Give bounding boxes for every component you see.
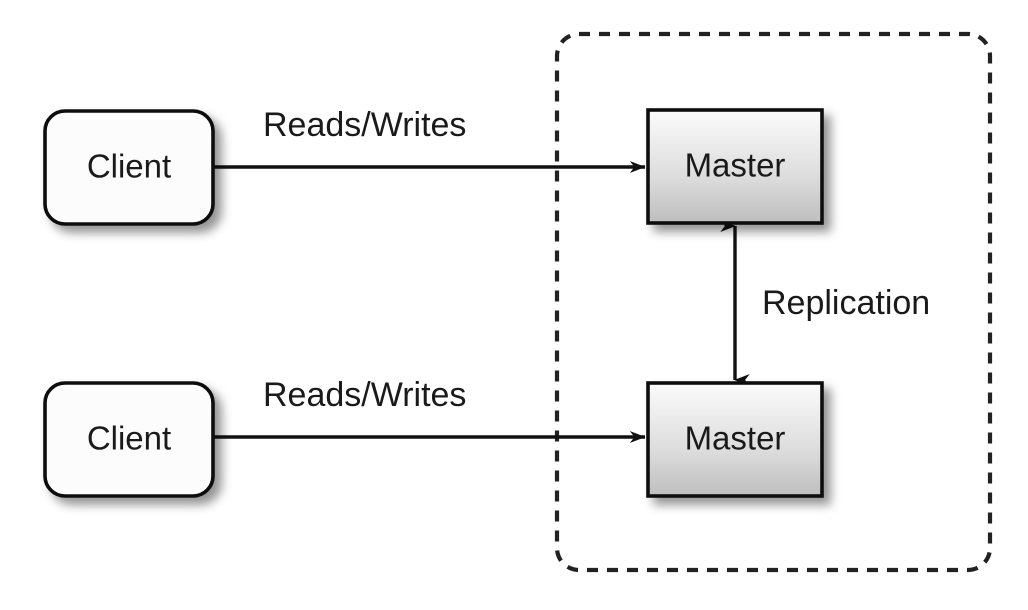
client-top-box[interactable] [43, 109, 215, 226]
edge-client-top-to-master-top: Reads/Writes [213, 106, 646, 173]
client-bottom-label: Client [87, 420, 171, 457]
master-bottom-label: Master [685, 420, 786, 457]
master-top-box[interactable] [646, 108, 824, 225]
node-master-top[interactable]: Master [646, 108, 824, 225]
edge-master-replication: Replication [720, 220, 930, 386]
edge-label-replication: Replication [762, 284, 930, 322]
node-master-bottom[interactable]: Master [646, 381, 824, 498]
node-client-bottom[interactable]: Client [43, 381, 215, 498]
master-bottom-box[interactable] [646, 381, 824, 498]
client-bottom-box[interactable] [43, 381, 215, 498]
edge-label-reads-writes-bottom: Reads/Writes [263, 376, 466, 414]
replication-cluster-boundary [554, 31, 993, 573]
client-top-label: Client [87, 148, 171, 185]
node-client-top[interactable]: Client [43, 109, 215, 226]
master-top-label: Master [685, 147, 786, 184]
edge-label-reads-writes-top: Reads/Writes [263, 106, 466, 144]
edge-client-bottom-to-master-bottom: Reads/Writes [213, 376, 646, 443]
